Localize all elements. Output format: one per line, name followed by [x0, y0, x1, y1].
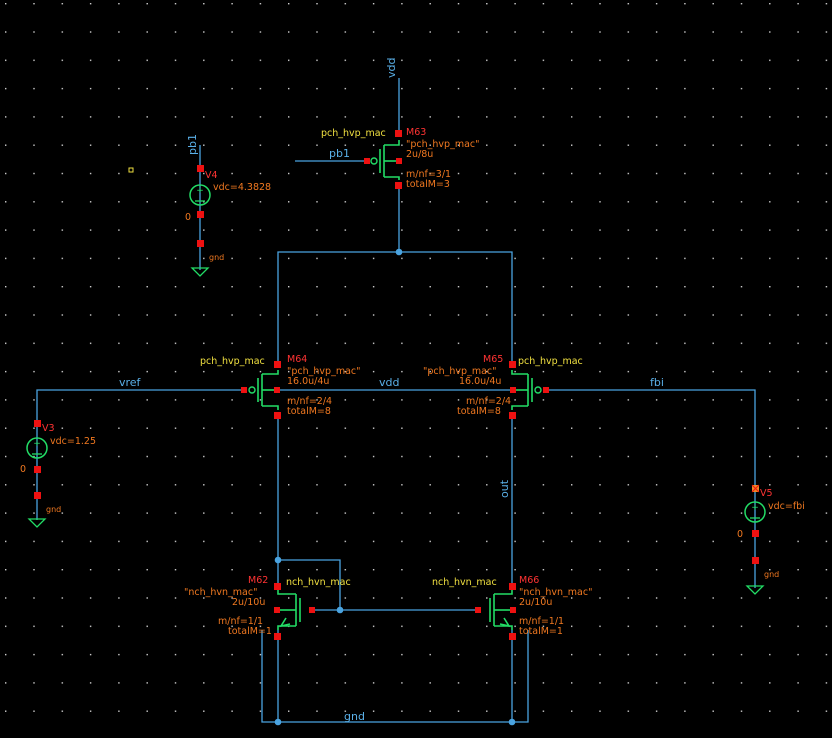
net-label-vdd-top[interactable]: vdd: [385, 58, 398, 78]
v5-zero: 0: [737, 529, 743, 540]
m62-name: M62: [248, 575, 268, 586]
svg-text:+: +: [751, 503, 759, 513]
m66-total: totalM=1: [519, 626, 563, 637]
transistor-m64[interactable]: pch_hvp_mac M64 "pch_hvp_mac" 16.0u/4u m…: [200, 354, 361, 419]
v5-value: vdc=fbi: [768, 501, 805, 512]
transistor-m62[interactable]: nch_hvn_mac M62 "nch_hvn_mac" 2u/10u m/n…: [184, 575, 351, 640]
v4-name: V4: [205, 170, 218, 181]
net-label-fbi[interactable]: fbi: [650, 376, 664, 389]
marker: [128, 167, 134, 173]
junctions: [274, 248, 516, 726]
voltage-source-v5[interactable]: + V5 vdc=fbi 0 gnd: [737, 484, 805, 595]
m62-total: totalM=1: [228, 626, 272, 637]
junction: [274, 718, 282, 726]
v3-zero: 0: [20, 464, 26, 475]
wire-tail-bus[interactable]: [277, 251, 513, 368]
m62-model: "nch_hvn_mac": [184, 587, 257, 598]
voltage-source-v4[interactable]: + V4 vdc=4.3828 0 gnd: [185, 165, 271, 277]
v4-value: vdc=4.3828: [213, 182, 271, 193]
net-label-pb1[interactable]: pb1: [329, 147, 350, 160]
net-label-out[interactable]: out: [498, 479, 511, 498]
m64-name: M64: [287, 354, 307, 365]
junction: [508, 718, 516, 726]
transistor-m65[interactable]: pch_hvp_mac M65 "pch_hvp_mac" 16.0u/4u m…: [423, 354, 583, 419]
m65-total: totalM=8: [457, 406, 501, 417]
v3-name: V3: [42, 423, 55, 434]
junction: [274, 556, 282, 564]
wire-fbi[interactable]: [546, 389, 756, 488]
m64-wl: 16.0u/4u: [287, 376, 329, 387]
net-label-gnd[interactable]: gnd: [344, 710, 365, 723]
net-label-vref[interactable]: vref: [119, 376, 142, 389]
wire-gnd-bus[interactable]: [261, 630, 529, 723]
m64-cell: pch_hvp_mac: [200, 356, 265, 367]
v3-gnd: gnd: [46, 505, 61, 514]
junction: [395, 248, 403, 256]
m66-wl: 2u/10u: [519, 597, 552, 608]
m64-mnf: m/nf=2/4: [287, 396, 332, 407]
m66-mnf: m/nf=1/1: [519, 616, 564, 627]
v5-gnd: gnd: [764, 570, 779, 579]
v4-gnd: gnd: [209, 253, 224, 262]
m62-cell: nch_hvn_mac: [286, 577, 351, 588]
m62-mnf: m/nf=1/1: [218, 616, 263, 627]
m63-name: M63: [406, 127, 426, 138]
m62-wl: 2u/10u: [232, 597, 265, 608]
m64-model: "pch_hvp_mac": [287, 366, 361, 377]
net-labels: vdd pb1 pb1 vref vdd fbi out gnd: [119, 58, 664, 723]
m65-mnf: m/nf=2/4: [466, 396, 511, 407]
transistor-m63[interactable]: pch_hvp_mac M63 "pch_hvp_mac" 2u/8u m/nf…: [321, 127, 480, 190]
voltage-source-v3[interactable]: + V3 vdc=1.25 0 gnd: [20, 420, 96, 528]
v5-name: V5: [760, 488, 773, 499]
m63-wl: 2u/8u: [406, 149, 433, 160]
svg-text:+: +: [33, 439, 41, 449]
m63-mnf: m/nf=3/1: [406, 169, 451, 180]
m63-total: totalM=3: [406, 179, 450, 190]
v3-value: vdc=1.25: [50, 436, 96, 447]
m65-cell: pch_hvp_mac: [518, 356, 583, 367]
m65-wl: 16.0u/4u: [459, 376, 501, 387]
wires: [36, 78, 756, 723]
m63-cell: pch_hvp_mac: [321, 128, 386, 139]
svg-text:+: +: [196, 186, 204, 196]
m63-model: "pch_hvp_mac": [406, 139, 480, 150]
m65-model: "pch_hvp_mac": [423, 366, 497, 377]
net-label-pb1-vertical[interactable]: pb1: [186, 134, 199, 155]
m66-model: "nch_hvn_mac": [519, 587, 592, 598]
net-label-vdd-mid[interactable]: vdd: [379, 376, 399, 389]
wire-diode[interactable]: [278, 559, 341, 610]
m66-cell: nch_hvn_mac: [432, 577, 497, 588]
m65-name: M65: [483, 354, 503, 365]
transistor-m66[interactable]: nch_hvn_mac M66 "nch_hvn_mac" 2u/10u m/n…: [432, 575, 592, 640]
m64-total: totalM=8: [287, 406, 331, 417]
wire-vref[interactable]: [36, 389, 244, 425]
junction: [336, 606, 344, 614]
m66-name: M66: [519, 575, 539, 586]
v4-zero: 0: [185, 212, 191, 223]
